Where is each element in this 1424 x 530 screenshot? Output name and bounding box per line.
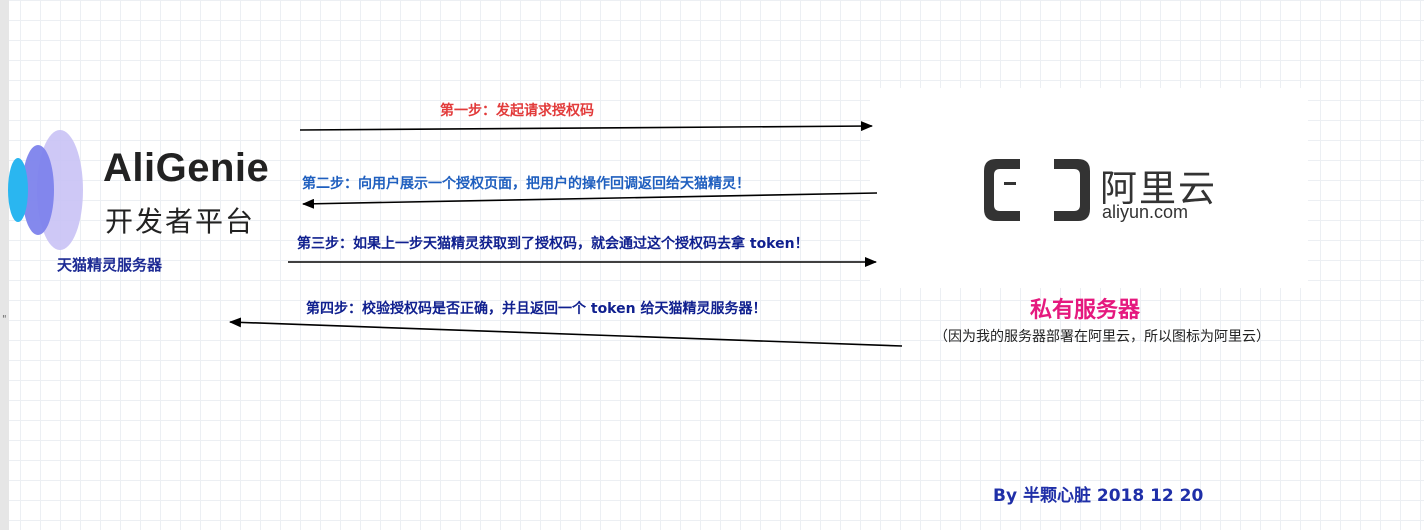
tmall-server-label: 天猫精灵服务器 [57,256,163,274]
author-byline: By 半颗心脏 2018 12 20 [993,486,1204,506]
aligenie-logo-name: AliGenie [103,146,270,190]
aligenie-logo-subtitle: 开发者平台 [105,205,256,238]
step-1-label: 第一步：发起请求授权码 [440,103,594,119]
edge-mark: " [2,314,7,325]
private-server-note: （因为我的服务器部署在阿里云，所以图标为阿里云） [934,329,1270,345]
aliyun-logo-cn: 阿里云 [1100,167,1217,210]
step-2-label: 第二步：向用户展示一个授权页面，把用户的操作回调返回给天猫精灵！ [302,176,750,192]
arrow-step-1 [299,121,873,132]
arrow-step-2 [302,192,878,209]
aligenie-logo-icon [8,130,83,250]
arrow-step-4 [229,317,903,347]
private-server-title: 私有服务器 [1030,298,1141,323]
left-edge-bar [0,0,9,530]
step-3-label: 第三步：如果上一步天猫精灵获取到了授权码，就会通过这个授权码去拿 token！ [297,236,809,252]
aliyun-logo-icon [984,159,1090,221]
step-4-label: 第四步：校验授权码是否正确，并且返回一个 token 给天猫精灵服务器！ [306,301,767,317]
aliyun-logo-en: aliyun.com [1102,202,1189,222]
